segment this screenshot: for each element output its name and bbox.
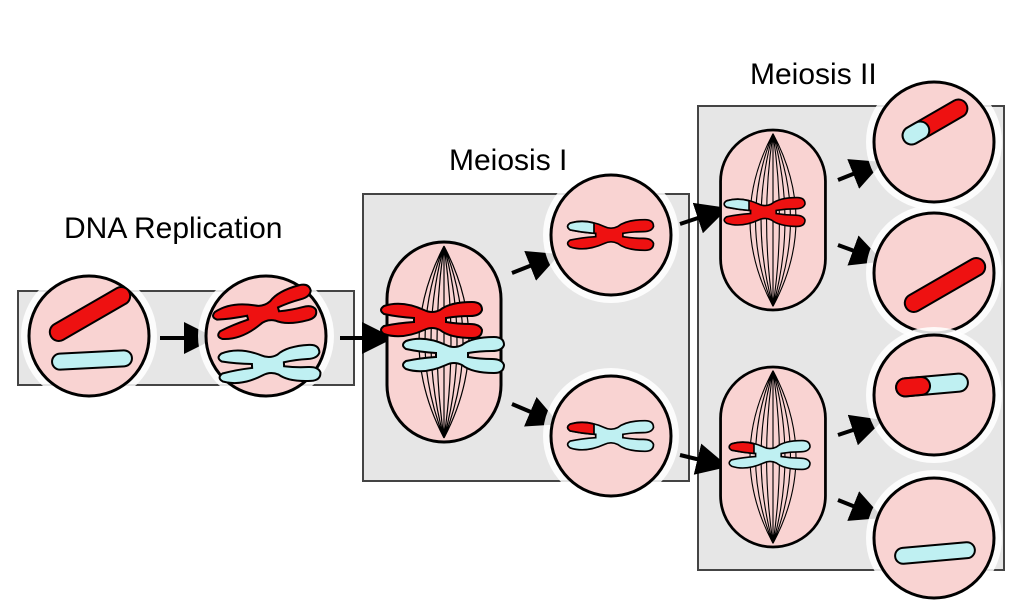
meiosis-1-label: Meiosis I	[449, 144, 567, 177]
gamete-cell-1	[866, 74, 1002, 210]
gamete-cell-2	[866, 205, 1002, 341]
arrow-meiosis-1-top	[511, 250, 560, 281]
daughter-cell-1	[543, 167, 679, 303]
arrow-meiosis-1-bottom	[511, 397, 560, 427]
arrow-gamete-1	[837, 159, 883, 189]
meiosis-2-spindle-cell-bottom	[719, 365, 827, 549]
arrow-gamete-3	[837, 414, 884, 446]
gamete-cell-3	[866, 327, 1002, 463]
meiosis-2-label: Meiosis II	[750, 58, 877, 91]
meiosis-1-spindle-cell	[380, 240, 505, 444]
arrow-to-meiosis-2-top	[679, 202, 729, 234]
arrow-to-meiosis-2-bottom	[679, 443, 729, 475]
cell-initial	[21, 268, 157, 404]
cell-replicated	[198, 268, 334, 404]
arrow-gamete-2	[837, 235, 884, 266]
dna-replication-label: DNA Replication	[64, 212, 282, 245]
daughter-cell-2	[543, 368, 679, 504]
meiosis-2-spindle-cell-top	[719, 128, 827, 312]
gamete-cell-4	[866, 470, 1002, 606]
arrow-gamete-4	[837, 491, 883, 521]
